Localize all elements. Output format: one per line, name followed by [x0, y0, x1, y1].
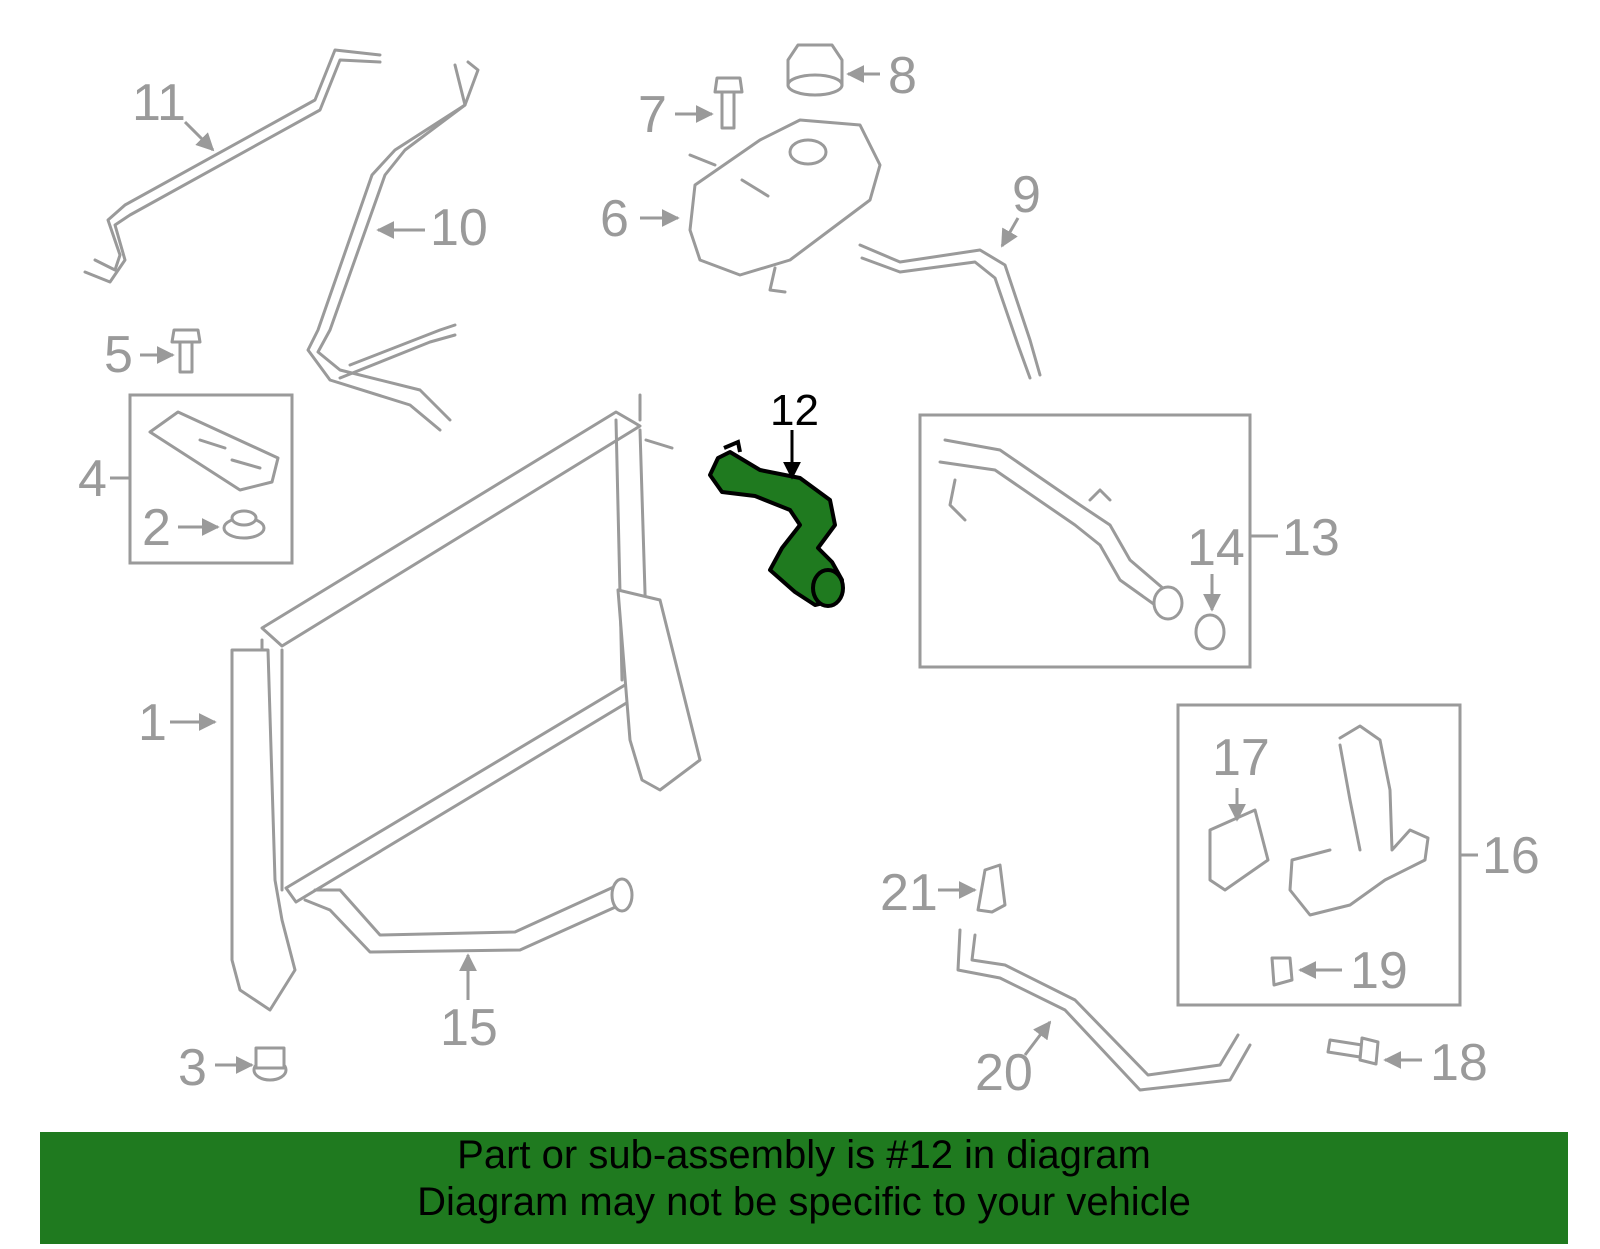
part-3-grommet [252, 1046, 288, 1082]
part-5-bolt [170, 328, 202, 374]
part-1-radiator [230, 393, 702, 1012]
part-14-o-ring [1194, 613, 1226, 651]
callout-13: 13 [1282, 509, 1340, 567]
part-7-bolt [713, 76, 744, 130]
part-13-pipe [938, 438, 1184, 621]
part-11-hose [83, 48, 382, 284]
callout-8: 8 [888, 47, 917, 105]
callout-10: 10 [430, 199, 488, 257]
callout-14: 14 [1187, 519, 1245, 577]
part-13-group-box [918, 413, 1252, 669]
part-4-bracket [148, 410, 280, 492]
callout-11: 11 [132, 74, 186, 132]
callout-20: 20 [975, 1044, 1033, 1102]
callout-2: 2 [142, 499, 171, 557]
part-10-hose [306, 60, 480, 432]
callout-3: 3 [178, 1039, 207, 1097]
part-18-bolt [1326, 1036, 1380, 1066]
part-16-thermostat-housing [1288, 724, 1430, 917]
callout-15: 15 [440, 999, 498, 1057]
part-8-cap [786, 43, 844, 97]
callout-1: 1 [138, 694, 167, 752]
part-12-hose-highlighted [708, 439, 845, 608]
callout-4: 4 [78, 450, 107, 508]
part-20-hose [956, 928, 1252, 1092]
callout-5: 5 [104, 326, 133, 384]
callout-21: 21 [880, 864, 938, 922]
callout-9: 9 [1012, 166, 1041, 224]
callout-6: 6 [600, 190, 629, 248]
info-banner: Part or sub-assembly is #12 in diagram D… [40, 1132, 1568, 1244]
callout-18: 18 [1430, 1034, 1488, 1092]
part-17-gasket [1208, 808, 1270, 892]
callout-12: 12 [770, 386, 819, 435]
part-15-hose [303, 877, 634, 954]
part-2-grommet [222, 509, 266, 540]
banner-line-1: Part or sub-assembly is #12 in diagram [457, 1133, 1151, 1177]
part-21-fitting [976, 863, 1007, 914]
part-6-reservoir [688, 118, 882, 294]
callout-7: 7 [638, 86, 667, 144]
part-9-hose [858, 243, 1042, 380]
part-19-sensor [1270, 956, 1294, 987]
banner-line-2: Diagram may not be specific to your vehi… [417, 1180, 1191, 1224]
callout-16: 16 [1482, 827, 1540, 885]
callout-17: 17 [1212, 729, 1270, 787]
callout-19: 19 [1350, 942, 1408, 1000]
